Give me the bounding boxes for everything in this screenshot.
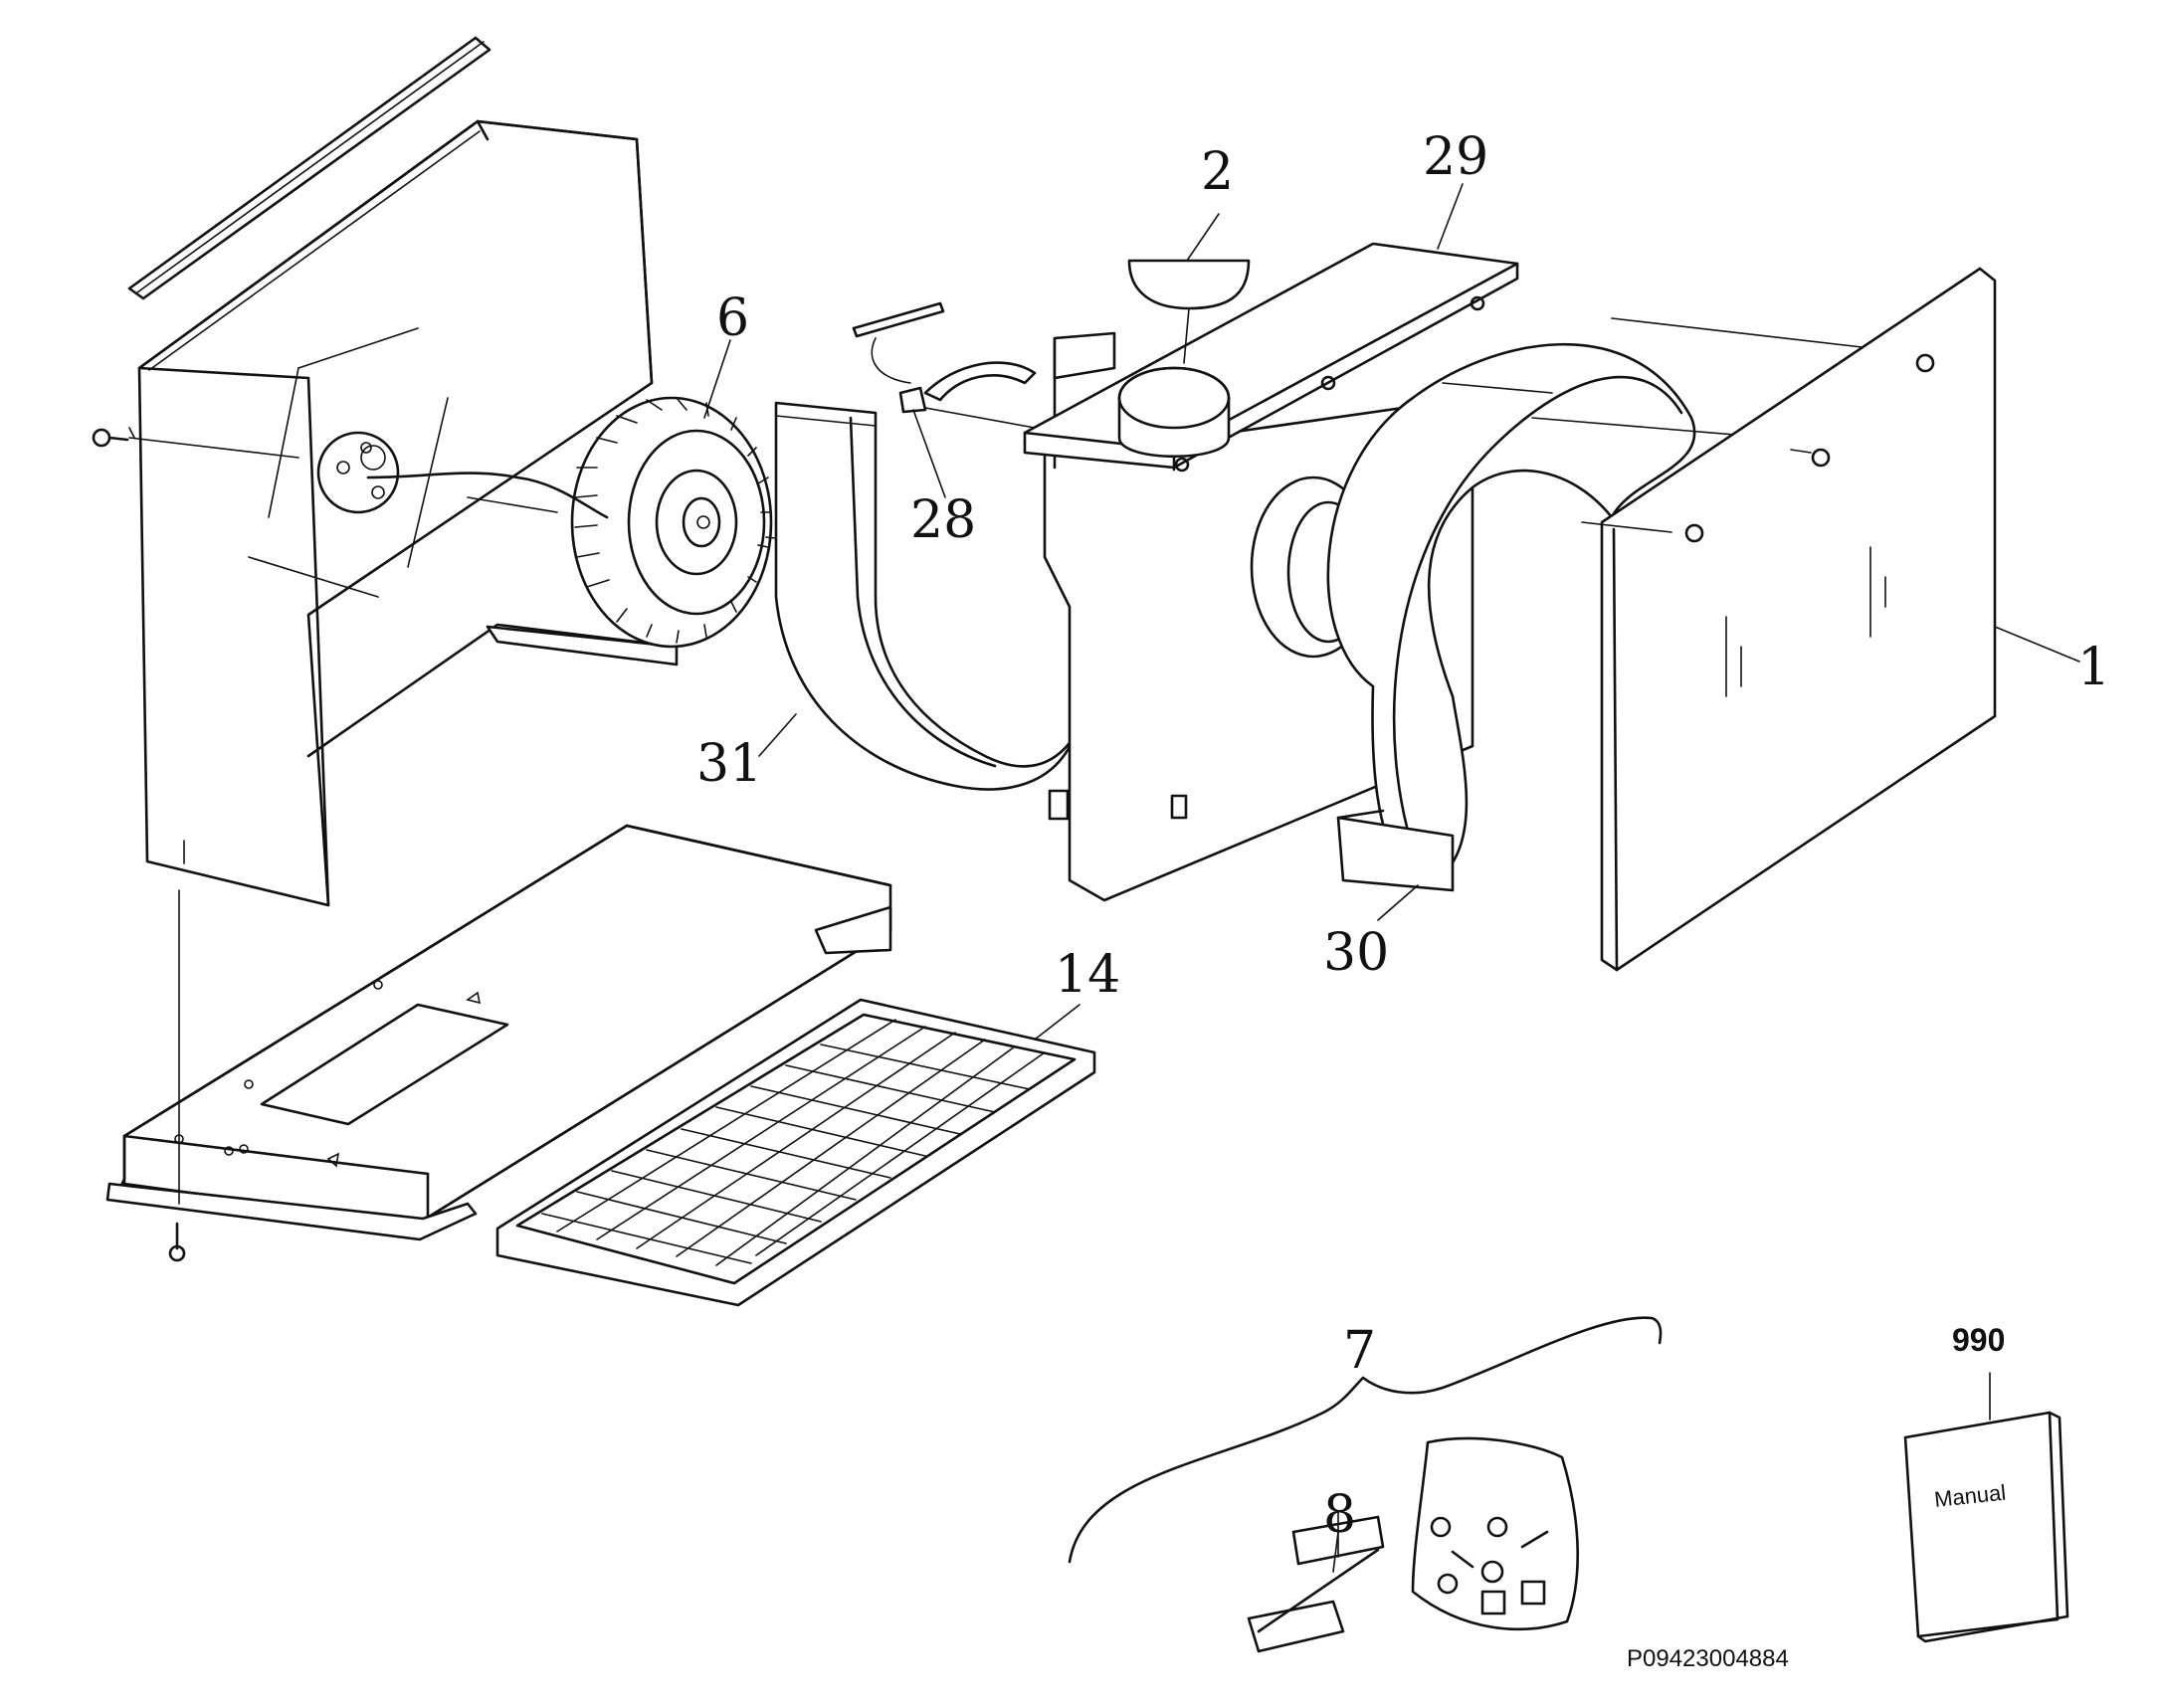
mounting-bracket-8: [1247, 1511, 1385, 1653]
collar-cap-2: [1127, 259, 1251, 364]
bottom-tray: [105, 824, 892, 1241]
hardware-bag: [1411, 1436, 1579, 1631]
right-side-panel-1: [1581, 267, 1997, 972]
screw-icon: [92, 428, 129, 448]
label-part-29: 29: [1423, 127, 1488, 187]
label-part-14: 14: [1055, 945, 1120, 1005]
label-part-2: 2: [1201, 142, 1234, 202]
kit-brace-7: [1068, 1316, 1663, 1564]
label-part-1: 1: [2077, 638, 2110, 697]
callout-labels: 2 29 6 28 1 31 30 14 7 8 990 Manual P094…: [696, 127, 2110, 1672]
grease-filter-14: [495, 998, 1096, 1307]
small-strip: [852, 301, 945, 384]
manual-booklet: [1903, 1372, 2069, 1643]
fan-impeller: [366, 396, 857, 649]
round-collar: [1117, 366, 1231, 458]
label-part-6: 6: [716, 288, 749, 348]
curved-clip-28: [898, 361, 1037, 429]
label-part-31: 31: [696, 734, 762, 794]
top-trim-strip: [127, 36, 491, 300]
scroll-side-panel-31: [774, 401, 1077, 791]
screw-icon: [1684, 353, 1935, 543]
label-part-28: 28: [910, 490, 976, 550]
label-part-990: 990: [1952, 1322, 2005, 1358]
scroll-ring-30: [1326, 317, 1871, 892]
screw-icon: [168, 1222, 186, 1262]
label-part-30: 30: [1323, 923, 1389, 983]
drawing-code: P09423004884: [1627, 1645, 1789, 1672]
left-housing-panel: [128, 119, 679, 907]
label-part-8: 8: [1323, 1485, 1356, 1545]
leader-lines: [703, 183, 2080, 1573]
filter-mesh: [541, 1019, 1046, 1266]
label-part-7: 7: [1343, 1321, 1376, 1381]
